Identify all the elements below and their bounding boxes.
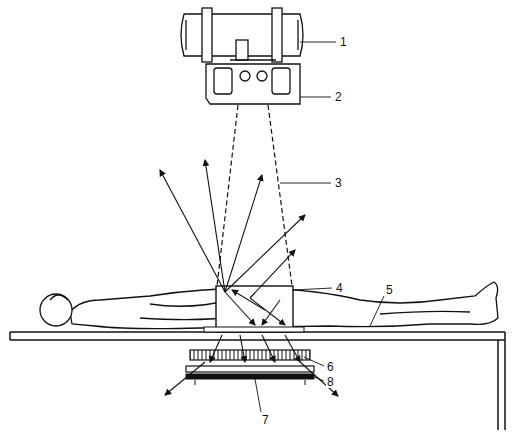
cassette-base (186, 374, 314, 379)
x-ray-tube (181, 8, 303, 62)
holder (204, 327, 304, 332)
film-cassette (186, 366, 314, 372)
table (10, 332, 505, 430)
callout-number: 7 (261, 414, 270, 426)
callout-number: 2 (334, 91, 343, 103)
leader-lines (255, 42, 384, 412)
callout-number: 1 (339, 36, 348, 48)
callout-number: 6 (326, 361, 335, 373)
callout-number: 8 (326, 376, 335, 388)
primary-beam (217, 105, 292, 286)
callout-number: 4 (335, 282, 344, 294)
callout-number: 5 (385, 284, 394, 296)
grid (190, 350, 310, 360)
callout-number: 3 (334, 177, 343, 189)
collimator (206, 60, 300, 104)
scatter-arrows (160, 160, 338, 396)
